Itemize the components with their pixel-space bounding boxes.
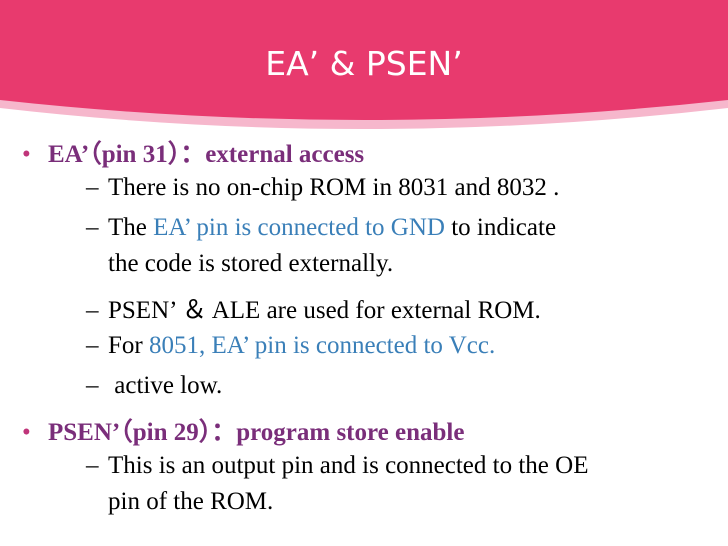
sub-item-output-pin: –This is an output pin and is connected …	[86, 452, 588, 480]
bullet-icon: •	[22, 141, 31, 168]
sub-item-text: There is no on-chip ROM in 8031 and 8032…	[108, 174, 560, 201]
dash-icon: –	[86, 297, 99, 324]
sub-item-text: to indicate	[444, 214, 557, 241]
bullet-icon: •	[22, 419, 31, 446]
sub-item-psen-ale: –PSEN’ ＆ ALE are used for external ROM.	[86, 290, 541, 326]
sub-item-text: For	[108, 332, 149, 359]
bullet-ea: • EA’（pin 31）：external access	[22, 134, 364, 170]
highlight-text: EA’ pin is connected to GND	[153, 214, 445, 241]
bullet-psen-label: PSEN’（pin 29）：program store enable	[48, 419, 465, 446]
sub-item-continuation: pin of the ROM.	[108, 488, 274, 515]
sub-item-continuation: the code is stored externally.	[108, 250, 394, 277]
sub-item-8051: –For 8051, EA’ pin is connected to Vcc.	[86, 332, 495, 360]
dash-icon: –	[86, 174, 99, 201]
sub-item-text: This is an output pin and is connected t…	[108, 452, 589, 479]
sub-item-active-low: – active low.	[86, 372, 222, 400]
highlight-text: 8051, EA’ pin is connected to Vcc.	[148, 332, 496, 359]
title-banner: EA’ & PSEN’	[0, 0, 728, 140]
sub-item-no-rom: –There is no on-chip ROM in 8031 and 803…	[86, 174, 559, 202]
dash-icon: –	[86, 452, 99, 479]
bullet-ea-label: EA’（pin 31）：external access	[48, 141, 365, 168]
sub-item-text: The	[108, 214, 154, 241]
sub-item-ea-gnd: –The EA’ pin is connected to GND to indi…	[86, 214, 556, 242]
dash-icon: –	[86, 214, 99, 241]
banner-shape	[0, 0, 728, 129]
bullet-psen: • PSEN’（pin 29）：program store enable	[22, 412, 464, 448]
dash-icon: –	[86, 372, 99, 399]
sub-item-text: active low.	[108, 372, 223, 399]
sub-item-text: PSEN’ ＆ ALE are used for external ROM.	[108, 297, 541, 324]
slide-title: EA’ & PSEN’	[265, 44, 463, 83]
dash-icon: –	[86, 332, 99, 359]
